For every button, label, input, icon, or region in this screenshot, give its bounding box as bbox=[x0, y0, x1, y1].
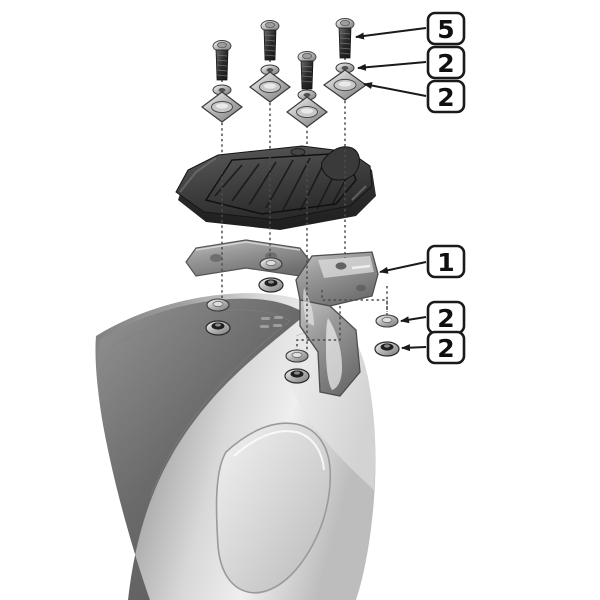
assembly-guide-lines bbox=[221, 36, 388, 352]
callout-label: 5 bbox=[437, 15, 454, 44]
callout-2-upper[interactable]: 2 bbox=[426, 45, 466, 80]
callout-box[interactable] bbox=[426, 244, 466, 279]
callout-label: 2 bbox=[437, 304, 454, 333]
rack-right-gloss bbox=[351, 185, 367, 201]
reflector-highlight bbox=[233, 430, 325, 471]
washer-center-lower bbox=[285, 349, 309, 363]
callout-box[interactable] bbox=[426, 330, 466, 365]
bolt-1 bbox=[212, 40, 232, 81]
bracket-hole-left bbox=[210, 254, 222, 262]
callout-2-bottom[interactable]: 2 bbox=[426, 330, 466, 365]
bracket-leg-slot bbox=[326, 318, 342, 390]
rack-front-gloss bbox=[179, 157, 217, 193]
guide-line-bracket-to-center bbox=[296, 306, 341, 352]
rack-rear-lip bbox=[321, 146, 360, 181]
washer-center-upper bbox=[259, 257, 283, 271]
leader-1-bracket bbox=[379, 261, 427, 274]
leader-5-top bbox=[355, 27, 427, 40]
callout-leader-lines bbox=[355, 27, 427, 352]
bracket-left-highlight bbox=[195, 241, 301, 251]
bracket-edge-gloss bbox=[351, 264, 371, 270]
callout-box[interactable] bbox=[426, 45, 466, 80]
rear-reflector-panel bbox=[215, 422, 332, 594]
callout-5-top[interactable]: 5 bbox=[426, 11, 466, 46]
nut-center-upper bbox=[258, 277, 284, 293]
washer-left-lower bbox=[206, 298, 230, 312]
washer-right-lower bbox=[375, 314, 399, 328]
callout-label: 2 bbox=[437, 334, 454, 363]
leader-2-bottom bbox=[401, 344, 427, 352]
callout-label: 1 bbox=[437, 248, 454, 277]
fastener-column-2 bbox=[249, 20, 291, 103]
bolt-top-right bbox=[335, 18, 355, 59]
diamond-plate-1 bbox=[201, 91, 243, 123]
body-vent-dots bbox=[260, 316, 283, 328]
bracket-hole-center bbox=[335, 262, 347, 270]
callout-box[interactable] bbox=[426, 79, 466, 114]
plate-top-right bbox=[322, 69, 368, 101]
nut-right-lower bbox=[374, 341, 400, 357]
lower-fasteners bbox=[205, 257, 400, 384]
rack-grid-border bbox=[204, 152, 357, 215]
fastener-column-1 bbox=[201, 40, 243, 123]
seat-surface bbox=[97, 298, 306, 600]
bracket-inner-cutout bbox=[303, 288, 314, 326]
callout-2-lower[interactable]: 2 bbox=[426, 300, 466, 335]
bolt-2 bbox=[260, 20, 280, 61]
scooter-rear-body bbox=[95, 293, 376, 600]
callout-label: 2 bbox=[437, 49, 454, 78]
guide-line-bracket-to-right bbox=[321, 290, 388, 312]
seat-seam-line bbox=[111, 309, 291, 499]
washer-1 bbox=[212, 84, 232, 96]
nut-left-lower bbox=[205, 320, 231, 336]
bolt-3 bbox=[297, 51, 317, 90]
callout-2-mid[interactable]: 2 bbox=[426, 79, 466, 114]
callout-label: 2 bbox=[437, 83, 454, 112]
diamond-plate-2 bbox=[249, 71, 291, 103]
fastener-column-4 bbox=[322, 18, 368, 101]
rear-luggage-rack-plate bbox=[175, 145, 376, 230]
callout-1-bracket[interactable]: 1 bbox=[426, 244, 466, 279]
washer-top-right bbox=[335, 62, 355, 74]
leader-2-mid bbox=[363, 82, 427, 97]
washer-2 bbox=[260, 64, 280, 76]
bracket-hole-right bbox=[356, 284, 366, 292]
leader-2-upper bbox=[357, 61, 427, 71]
rack-boss-rear bbox=[290, 148, 306, 156]
fastener-column-3 bbox=[286, 51, 328, 128]
leader-2-lower bbox=[400, 316, 427, 324]
callout-box[interactable] bbox=[426, 11, 466, 46]
diamond-plate-3 bbox=[286, 96, 328, 128]
nut-center-lower bbox=[284, 368, 310, 384]
